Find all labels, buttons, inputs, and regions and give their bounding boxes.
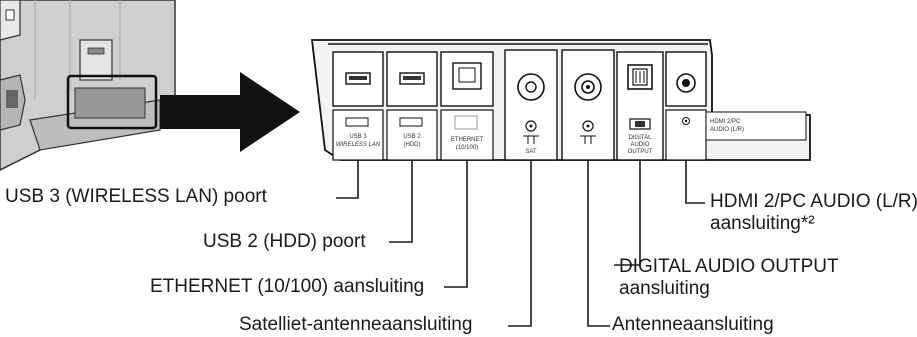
panel-label-usb2-2: (HDD) (404, 142, 421, 148)
leader-usb2 (389, 160, 413, 243)
callout-usb2: USB 2 (HDD) poort (203, 231, 366, 253)
callout-digital-audio: DIGITAL AUDIO OUTPUT aansluiting (619, 256, 839, 300)
callout-usb3: USB 3 (WIRELESS LAN) poort (5, 186, 267, 208)
callout-hdmi-line1: HDMI 2/PC AUDIO (L/R) (710, 191, 917, 212)
callout-antenna-text: Antenneaansluiting (612, 314, 774, 335)
leader-hdmi (685, 160, 705, 204)
leader-antenna (587, 160, 610, 327)
panel-label-sat: SAT (525, 149, 537, 155)
panel-label-hdmi-2: AUDIO (L/R) (710, 127, 744, 133)
callout-digital-audio-line1: DIGITAL AUDIO OUTPUT (619, 256, 839, 277)
leader-usb3 (336, 160, 359, 199)
callout-ethernet-text: ETHERNET (10/100) aansluiting (150, 276, 425, 297)
panel-label-hdmi-1: HDMI 2/PC (710, 119, 741, 125)
callout-usb2-text: USB 2 (HDD) poort (203, 231, 366, 252)
panel-label-digital-3: OUTPUT (628, 149, 653, 155)
tv-rear-illustration (0, 0, 176, 171)
callout-ethernet: ETHERNET (10/100) aansluiting (150, 276, 424, 298)
panel-label-usb2-1: USB 2 (403, 134, 421, 140)
leader-digital-audio (614, 160, 641, 266)
panel-label-digital-1: DIGITAL (629, 135, 653, 141)
panel-label-digital-2: AUDIO (630, 142, 649, 148)
callout-hdmi-line2: aansluiting*² (710, 213, 815, 234)
leader-ethernet (444, 160, 468, 288)
panel-label-usb3-1: USB 3 (349, 134, 367, 140)
callout-antenna: Antenneaansluiting (612, 314, 774, 336)
panel-labels: USB 3 WIRELESS LAN USB 2 (HDD) ETHERNET … (336, 119, 744, 155)
panel-label-usb3-2: WIRELESS LAN (336, 142, 381, 148)
panel-label-eth-1: ETHERNET (451, 137, 484, 143)
panel-label-eth-2: (10/100) (456, 145, 478, 151)
callout-satellite-text: Satelliet-antenneaansluiting (239, 314, 473, 335)
direction-arrow (160, 72, 300, 152)
callout-hdmi-pc-audio: HDMI 2/PC AUDIO (L/R) aansluiting*² (710, 191, 917, 235)
leader-satellite (508, 160, 532, 327)
callout-digital-audio-line2: aansluiting (619, 278, 710, 299)
callout-satellite: Satelliet-antenneaansluiting (239, 314, 472, 336)
leader-lines (336, 160, 705, 327)
terminal-panel (310, 39, 811, 161)
callout-usb3-text: USB 3 (WIRELESS LAN) poort (5, 186, 267, 207)
